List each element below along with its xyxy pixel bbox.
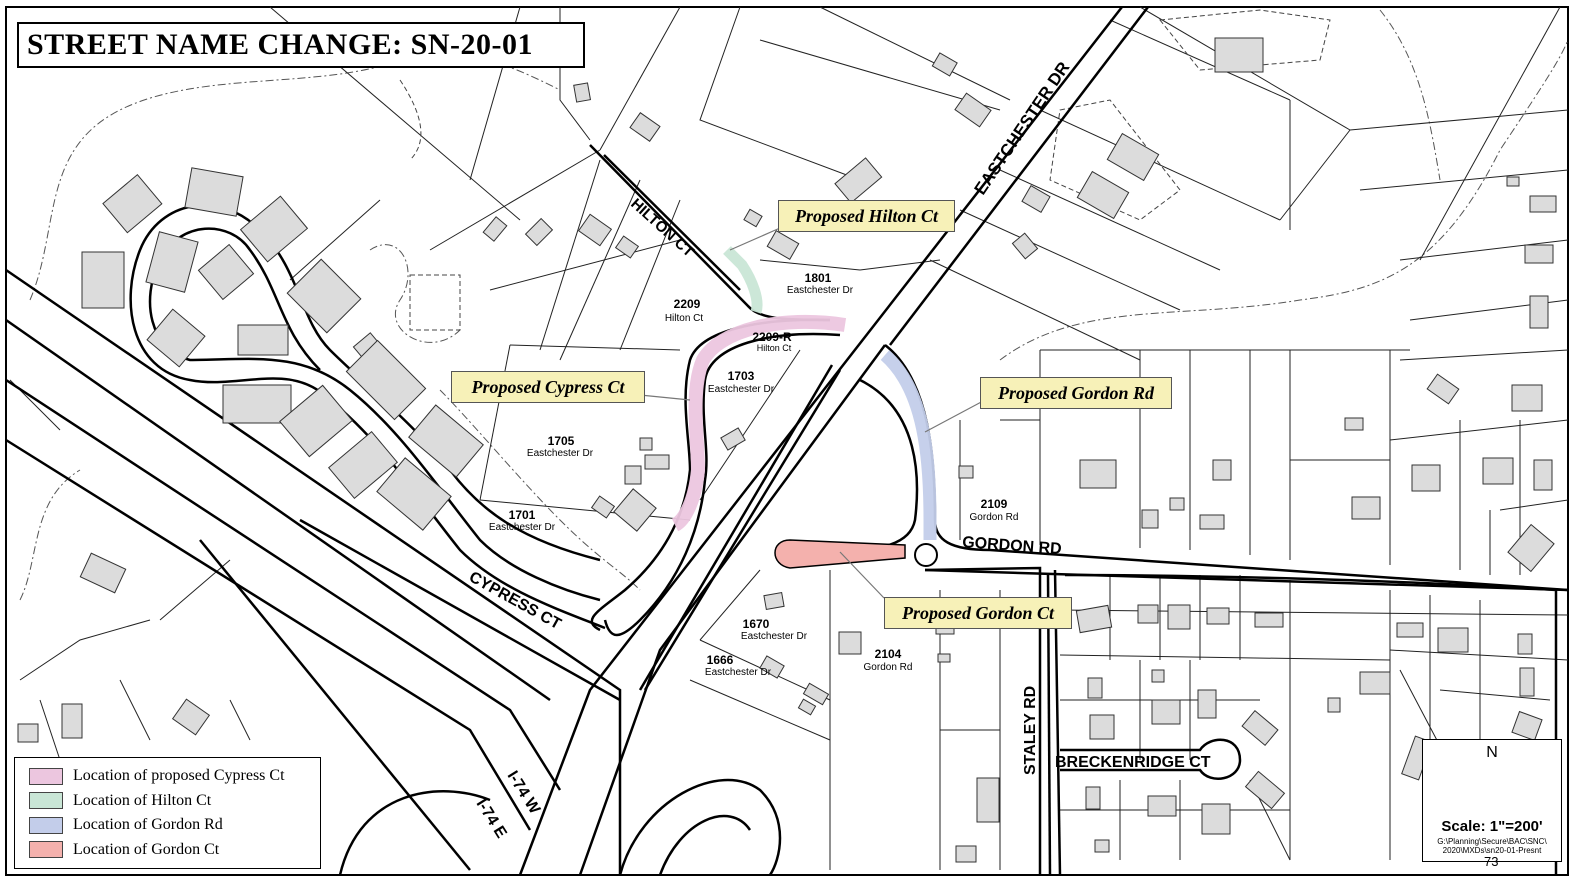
street-label-breckenridge: BRECKENRIDGE CT [1055,754,1211,771]
parcel-number: 2209-R [752,330,792,344]
dashed-footprints [399,9,1331,331]
interstate-i74 [5,268,782,876]
street-label-staley: STALEY RD [1022,686,1039,775]
callout-proposed-gordon-ct: Proposed Gordon Ct [884,597,1072,629]
eastchester-dr-road [518,6,1149,876]
legend-item-cypress: Location of proposed Cypress Ct [29,764,320,789]
parcel-street: Hilton Ct [665,313,704,324]
callout-label: Proposed Gordon Rd [997,382,1154,403]
parcel-street: Gordon Rd [864,662,913,673]
legend-label: Location of Gordon Rd [73,816,223,834]
file-path-line-1: G:\Planning\Secure\BAC\SNC\ [1437,837,1547,846]
highlight-gordon-rd [880,350,937,540]
parcel-street: Eastchester Dr [527,448,594,459]
parcel-number: 1701 [509,508,536,522]
scale-label: Scale: 1"=200' [1441,818,1543,835]
callout-proposed-hilton-ct: Proposed Hilton Ct [778,200,955,232]
parcel-number: 1670 [743,617,770,631]
legend-label: Location of proposed Cypress Ct [73,767,285,785]
callout-leaders [639,227,986,599]
map-legend: Location of proposed Cypress Ct Location… [14,757,321,869]
scale-box: N Scale: 1"=200' G:\Planning\Secure\BAC\… [1422,739,1562,862]
callout-label: Proposed Hilton Ct [794,205,938,226]
parcel-street: Eastchester Dr [489,522,556,533]
legend-item-gordon-ct: Location of Gordon Ct [29,838,320,863]
legend-label: Location of Hilton Ct [73,791,212,809]
parcel-street: Eastchester Dr [705,667,772,678]
page-number: 73 [1484,854,1499,869]
legend-swatch [29,816,63,834]
file-path-line-2: 2020\MXDs\sn20-01-Presnt [1442,846,1542,855]
legend-item-hilton: Location of Hilton Ct [29,789,320,814]
map-title: STREET NAME CHANGE: SN-20-01 [27,28,533,61]
legend-swatch [29,841,63,859]
highlight-hilton-ct [723,246,763,314]
highlight-gordon-ct [774,539,906,569]
parcel-labels: 1801 Eastchester Dr 2209 Hilton Ct 2209-… [489,271,1019,678]
parcel-street: Eastchester Dr [708,384,775,395]
parcel-number: 2209 [674,297,701,311]
legend-label: Location of Gordon Ct [73,840,220,858]
street-label-gordon-rd: GORDON RD [962,534,1063,558]
north-label: N [1486,744,1498,761]
callout-label: Proposed Cypress Ct [471,376,625,397]
callout-proposed-gordon-rd: Proposed Gordon Rd [980,377,1172,409]
parcel-number: 1666 [707,653,734,667]
parcel-number: 1705 [548,434,575,448]
parcel-street: Eastchester Dr [787,285,854,296]
map-title-box: STREET NAME CHANGE: SN-20-01 [17,22,585,68]
parcel-street: Hilton Ct [757,343,792,353]
buildings [17,37,1557,863]
parcel-number: 1801 [805,271,832,285]
parcel-number: 2104 [875,647,902,661]
highlight-cypress-ct [671,314,847,532]
callout-proposed-cypress-ct: Proposed Cypress Ct [451,371,645,403]
parcel-number: 1703 [728,369,755,383]
townhome-clusters [81,167,484,531]
parcel-street: Eastchester Dr [741,631,808,642]
parcel-street: Gordon Rd [970,512,1019,523]
callout-label: Proposed Gordon Ct [901,602,1054,623]
legend-item-gordon-rd: Location of Gordon Rd [29,813,320,838]
legend-swatch [29,792,63,810]
parcel-number: 2109 [981,497,1008,511]
file-path: G:\Planning\Secure\BAC\SNC\ 2020\MXDs\sn… [1423,837,1561,855]
legend-swatch [29,767,63,785]
